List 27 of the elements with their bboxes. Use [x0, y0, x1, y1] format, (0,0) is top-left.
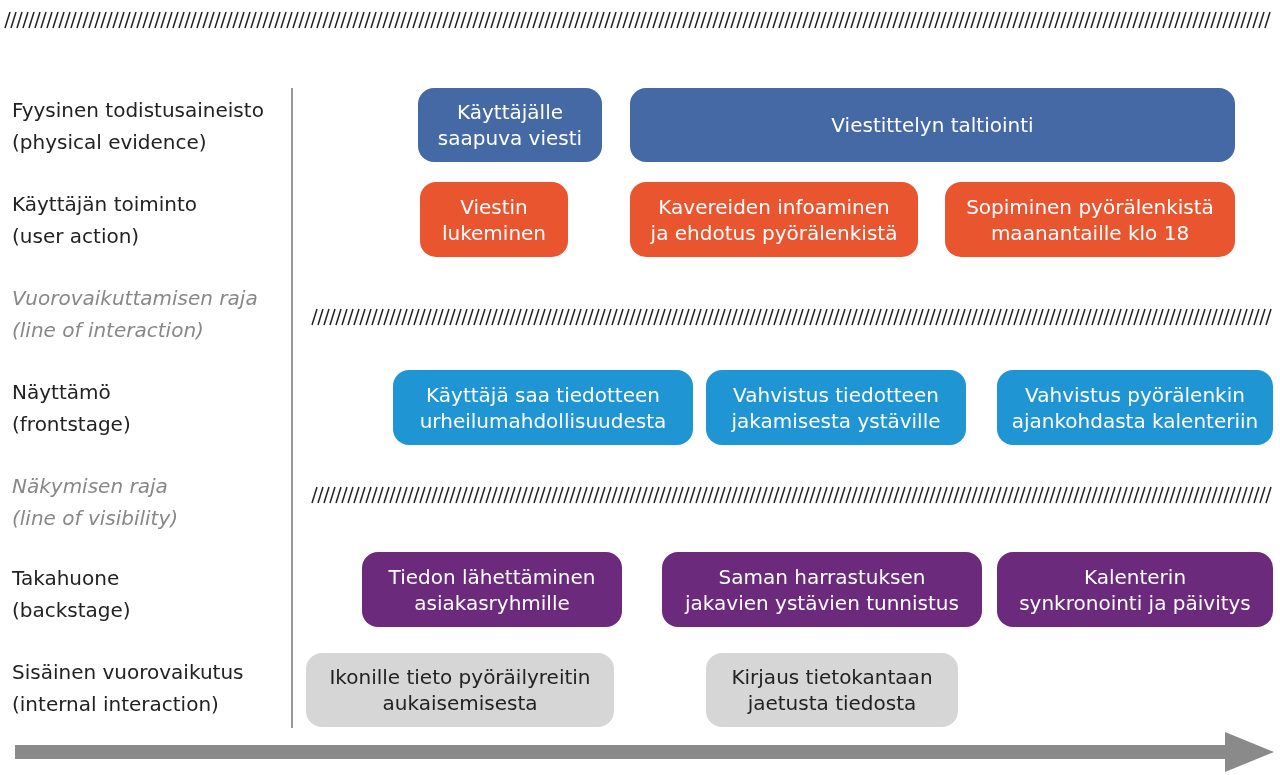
process-box: Ikonille tieto pyöräilyreitin aukaisemisesta: [306, 653, 614, 727]
row-title: Takahuone: [12, 566, 120, 590]
row-subtitle: (frontstage): [12, 412, 131, 436]
row-title: Sisäinen vuorovaikutus: [12, 660, 244, 684]
process-box: Kalenterin synkronointi ja päivitys: [997, 552, 1273, 627]
row-subtitle: (backstage): [12, 598, 131, 622]
process-box: Sopiminen pyörälenkistä maanantaille klo 18: [945, 182, 1235, 257]
process-box: Viestin lukeminen: [420, 182, 568, 257]
row-title: Fyysinen todistusaineisto: [12, 98, 264, 122]
process-box: Tiedon lähettäminen asiakasryhmille: [362, 552, 622, 627]
row-subtitle: (line of interaction): [12, 318, 204, 342]
row-subtitle: (internal interaction): [12, 692, 219, 716]
row-title: Näyttämö: [12, 380, 111, 404]
row-subtitle: (user action): [12, 224, 140, 248]
process-box: Viestittelyn taltiointi: [630, 88, 1235, 162]
process-box: Vahvistus tiedotteen jakamisesta ystäville: [706, 370, 966, 445]
row-subtitle: (physical evidence): [12, 130, 207, 154]
process-box: Käyttäjälle saapuva viesti: [418, 88, 602, 162]
row-title: Käyttäjän toiminto: [12, 192, 198, 216]
process-box: Käyttäjä saa tiedotteen urheilumahdollisuudesta: [393, 370, 693, 445]
row-title: Näkymisen raja: [12, 474, 168, 498]
row-subtitle: (line of visibility): [12, 506, 179, 530]
process-box: Kirjaus tietokantaan jaetusta tiedosta: [706, 653, 958, 727]
process-box: Saman harrastuksen jakavien ystävien tunnistus: [662, 552, 982, 627]
process-box: Kavereiden infoaminen ja ehdotus pyörälenkistä: [630, 182, 918, 257]
process-box: Vahvistus pyörälenkin ajankohdasta kalenteriin: [997, 370, 1273, 445]
row-title: Vuorovaikuttamisen raja: [12, 286, 258, 310]
